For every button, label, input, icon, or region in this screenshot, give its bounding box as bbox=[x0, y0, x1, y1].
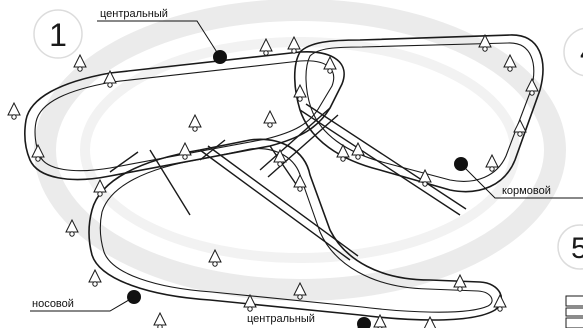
clamp-pin bbox=[182, 154, 188, 160]
clamp-pin bbox=[192, 126, 198, 132]
clamp-bracket bbox=[153, 311, 167, 326]
number-5-badge: 5 bbox=[557, 224, 583, 270]
clamp-pin bbox=[517, 131, 523, 137]
clamp-bracket bbox=[493, 293, 507, 308]
clamp-pin bbox=[507, 66, 513, 72]
clamp-bracket bbox=[485, 153, 499, 168]
number-1-badge: 1 bbox=[33, 9, 83, 59]
cross-braces bbox=[149, 103, 467, 261]
clamp-pin bbox=[267, 122, 273, 128]
clamp-bracket bbox=[88, 268, 102, 283]
label-central-top: центральный bbox=[100, 8, 168, 20]
clamp-pin bbox=[529, 90, 535, 96]
clamp-pin bbox=[340, 156, 346, 162]
clamp-bracket bbox=[293, 173, 307, 188]
label-stern: кормовой bbox=[502, 185, 551, 197]
label-bow: носовой bbox=[32, 298, 74, 310]
clamp-pin bbox=[355, 154, 361, 160]
clamp-pin bbox=[69, 231, 75, 237]
clamp-bracket bbox=[263, 109, 277, 124]
frame-lower bbox=[88, 138, 503, 321]
clamp-pin bbox=[92, 281, 98, 287]
label-central-bottom: центральный bbox=[247, 313, 315, 325]
clamp-pin bbox=[263, 50, 269, 56]
clamp-pin bbox=[97, 191, 103, 197]
clamp-bracket bbox=[323, 55, 337, 70]
clamp-pin bbox=[157, 324, 163, 328]
clamp-pin bbox=[497, 306, 503, 312]
clamp-pin bbox=[489, 166, 495, 172]
pointer-dot-central-bottom bbox=[357, 317, 371, 328]
clamp-pin bbox=[277, 161, 283, 167]
frame-clamps bbox=[7, 33, 539, 328]
svg-text:5: 5 bbox=[571, 232, 583, 265]
clamp-pin bbox=[297, 96, 303, 102]
clamp-pin bbox=[297, 186, 303, 192]
clamp-pin bbox=[107, 82, 113, 88]
clamp-pin bbox=[212, 261, 218, 267]
svg-text:4: 4 bbox=[580, 36, 583, 69]
clamp-pin bbox=[291, 48, 297, 54]
clamp-pin bbox=[297, 294, 303, 300]
svg-text:1: 1 bbox=[49, 17, 67, 53]
clamp-pin bbox=[422, 181, 428, 187]
clamp-pin bbox=[247, 306, 253, 312]
clamp-pin bbox=[35, 156, 41, 162]
clamp-bracket bbox=[513, 118, 527, 133]
clamp-bracket bbox=[188, 113, 202, 128]
clamp-bracket bbox=[7, 101, 21, 116]
clamp-pin bbox=[11, 114, 17, 120]
clamp-pin bbox=[482, 46, 488, 52]
leader-lines bbox=[30, 20, 583, 328]
clamp-pin bbox=[457, 286, 463, 292]
cropped-part bbox=[565, 295, 583, 328]
clamp-pin bbox=[77, 66, 83, 72]
clamp-pin bbox=[327, 68, 333, 74]
clamp-bracket bbox=[73, 53, 87, 68]
clamp-bracket bbox=[178, 141, 192, 156]
clamp-bracket bbox=[336, 143, 350, 158]
number-4-badge: 4 bbox=[563, 27, 583, 77]
clamp-bracket bbox=[423, 315, 437, 328]
